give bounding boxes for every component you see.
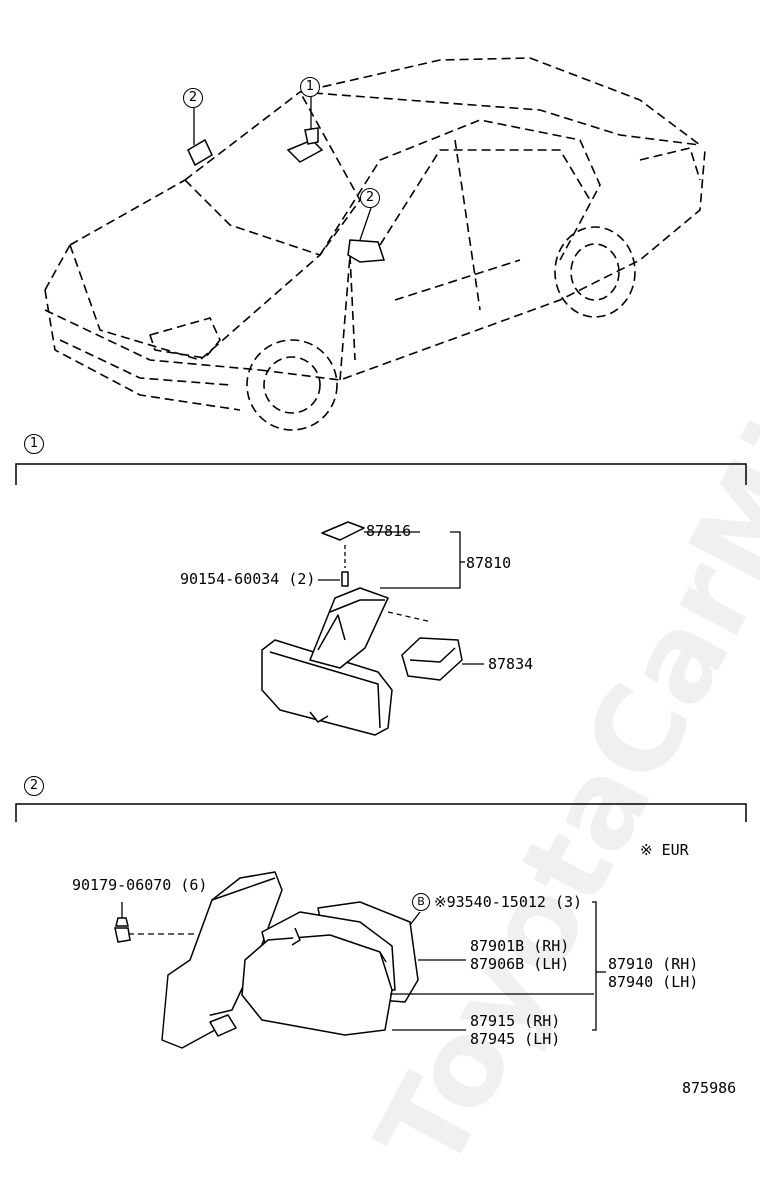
figure-number: 875986 <box>682 1079 737 1097</box>
callout-1-car: 1 <box>300 77 320 97</box>
section-dividers <box>15 463 747 822</box>
eur-note: ※ EUR <box>640 841 689 859</box>
part-87910-label: 87910 (RH) <box>608 955 699 973</box>
part-90179-label: 90179-06070 (6) <box>72 876 208 894</box>
part-87810-label: 87810 <box>466 554 512 572</box>
part-87906b-label: 87906B (LH) <box>470 955 570 973</box>
part-87940-label: 87940 (LH) <box>608 973 699 991</box>
part-87834-label: 87834 <box>488 655 534 673</box>
part-87945-label: 87945 (LH) <box>470 1030 561 1048</box>
screw-90179 <box>114 917 131 943</box>
part-87915-label: 87915 (RH) <box>470 1012 561 1030</box>
outer-mirror-leaders <box>121 901 606 1031</box>
outer-mirror-assembly <box>161 871 419 1049</box>
part-90154-label: 90154-60034 (2) <box>180 570 316 588</box>
car-mirror-shapes <box>187 127 386 263</box>
callout-2-car-left: 2 <box>183 88 203 108</box>
part-87901b-label: 87901B (RH) <box>470 937 570 955</box>
part-93540-label: ※93540-15012 (3) <box>434 893 583 911</box>
section-1-marker: 1 <box>24 434 44 454</box>
car-illustration <box>44 57 706 431</box>
inner-mirror-leaders <box>318 531 484 665</box>
section-2-marker: 2 <box>24 776 44 796</box>
callout-2-car-right: 2 <box>360 188 380 208</box>
parts-diagram <box>15 57 747 1049</box>
car-callout-leaders <box>193 97 372 241</box>
inner-mirror-assembly <box>261 521 463 736</box>
b-marker: B <box>412 893 430 911</box>
part-87816-label: 87816 <box>366 522 412 540</box>
